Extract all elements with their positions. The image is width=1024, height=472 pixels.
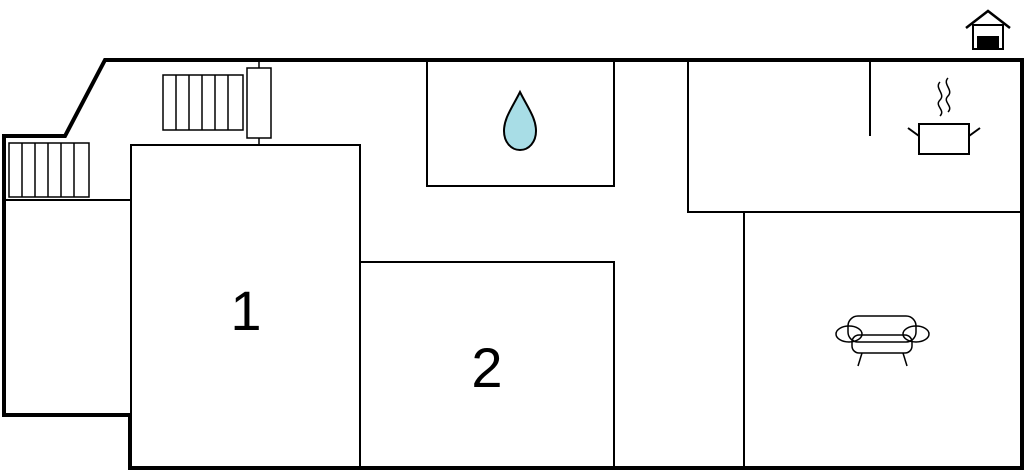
water-drop-icon: [502, 89, 538, 152]
sofa-icon: [835, 315, 930, 367]
stairs-icon: [162, 74, 244, 131]
room-1-label: 1: [230, 279, 261, 342]
cooking-pot-icon: [907, 77, 981, 155]
stairs-icon: [8, 142, 90, 198]
house-icon: [965, 9, 1011, 50]
kitchen-wall: [687, 61, 1021, 213]
outer-wall: [2, 58, 1024, 470]
radiator-icon: [246, 62, 272, 145]
bathroom: [426, 60, 615, 187]
room-2-label: 2: [471, 336, 502, 399]
room-2: [359, 261, 615, 469]
